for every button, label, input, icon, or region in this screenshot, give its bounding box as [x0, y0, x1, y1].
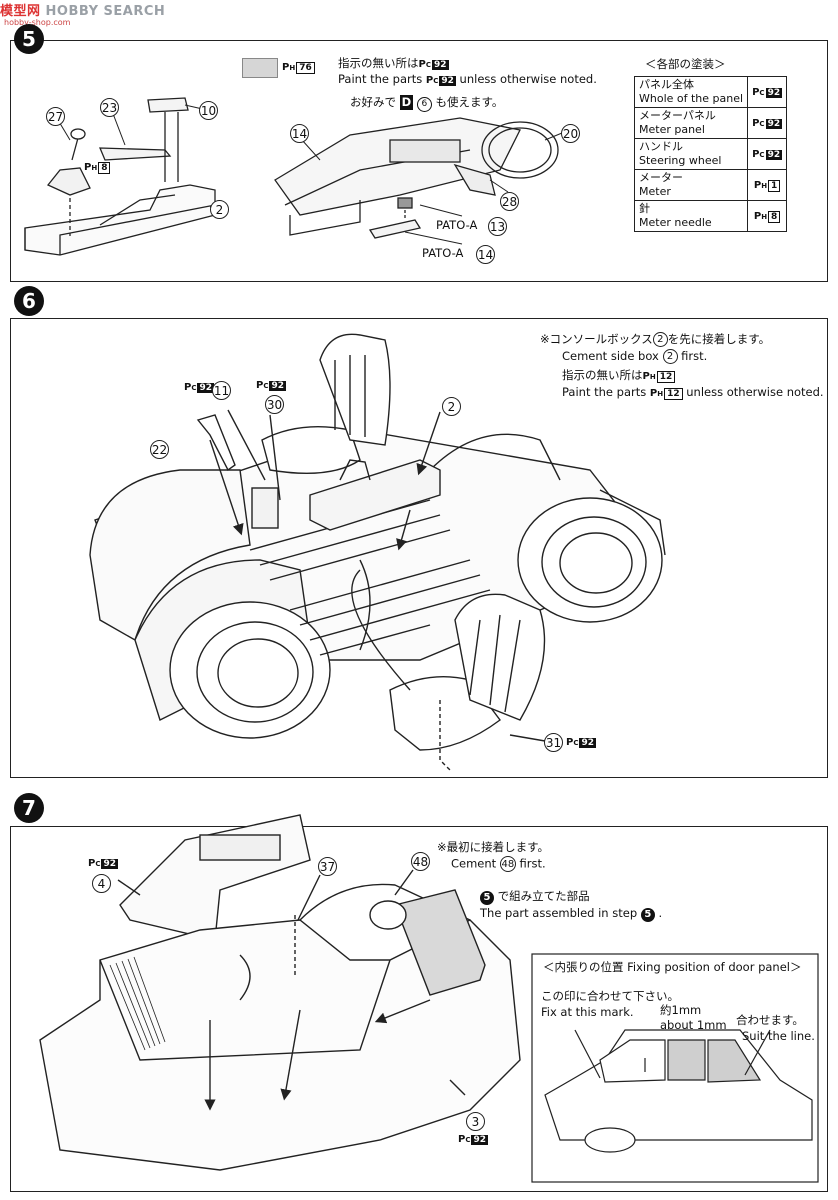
- step7-number: 7: [14, 793, 44, 823]
- step5-option-note: お好みで D 6 も使えます。: [350, 95, 503, 112]
- inset-mark-jp: この印に合わせて下さい。: [541, 989, 679, 1003]
- part-22: 22: [150, 440, 169, 459]
- part-23: 23: [100, 98, 119, 117]
- label-jp: 針: [639, 202, 650, 215]
- watermark: 模型网 HOBBY SEARCH: [0, 0, 165, 19]
- part-13: 13: [488, 217, 507, 236]
- step7-note2-en: The part assembled in step 5 .: [480, 906, 663, 922]
- label-jp: パネル全体: [639, 78, 694, 91]
- pato-a-14: PATO-A: [422, 246, 464, 260]
- part-14b: 14: [476, 245, 495, 264]
- part-2-step6: 2: [442, 397, 461, 416]
- part-27: 27: [46, 107, 65, 126]
- paint-table-title: ＜各部の塗装＞: [645, 57, 726, 71]
- step7-note2-jp: 5 で組み立てた部品: [480, 889, 590, 905]
- part-10: 10: [199, 101, 218, 120]
- pato-a-13: PATO-A: [436, 218, 478, 232]
- step7-note1-en: Cement 48 first.: [451, 856, 546, 872]
- inset-mm-en: about 1mm: [660, 1018, 727, 1032]
- label-jp: メーター: [639, 171, 683, 184]
- watermark-logo: 模型网: [0, 4, 41, 19]
- inset-line-en: Suit the line.: [742, 1029, 815, 1043]
- label-en: Meter: [639, 185, 671, 198]
- part-14: 14: [290, 124, 309, 143]
- label-jp: メーターパネル: [639, 109, 716, 122]
- part-31: 31: [544, 733, 563, 752]
- inset-mm-jp: 約1mm: [660, 1003, 702, 1017]
- step6-number: 6: [14, 286, 44, 316]
- paint-swatch: [242, 58, 278, 78]
- step7-note1-jp: ※最初に接着します。: [437, 840, 549, 854]
- part-11: 11: [212, 381, 231, 400]
- part-20: 20: [561, 124, 580, 143]
- watermark-url: hobby-shop.com: [4, 18, 71, 27]
- part-4: 4: [92, 874, 111, 893]
- label-jp: ハンドル: [639, 140, 683, 153]
- label-en: Whole of the panel: [639, 92, 744, 105]
- part-37: 37: [318, 857, 337, 876]
- label-en: Meter needle: [639, 216, 712, 229]
- part-30: 30: [265, 395, 284, 414]
- part-3: 3: [466, 1112, 485, 1131]
- watermark-text: HOBBY SEARCH: [45, 4, 166, 19]
- step6-note1-en: Cement side box 2 first.: [562, 349, 708, 364]
- inset-line-jp: 合わせます。: [736, 1013, 804, 1027]
- inset-mark-en: Fix at this mark.: [541, 1005, 634, 1019]
- part-2: 2: [210, 200, 229, 219]
- step5-number: 5: [14, 24, 44, 54]
- inset-title: ＜内張りの位置 Fixing position of door panel＞: [543, 960, 802, 974]
- label-en: Meter panel: [639, 123, 705, 136]
- part-48: 48: [411, 852, 430, 871]
- label-en: Steering wheel: [639, 154, 722, 167]
- part-28: 28: [500, 192, 519, 211]
